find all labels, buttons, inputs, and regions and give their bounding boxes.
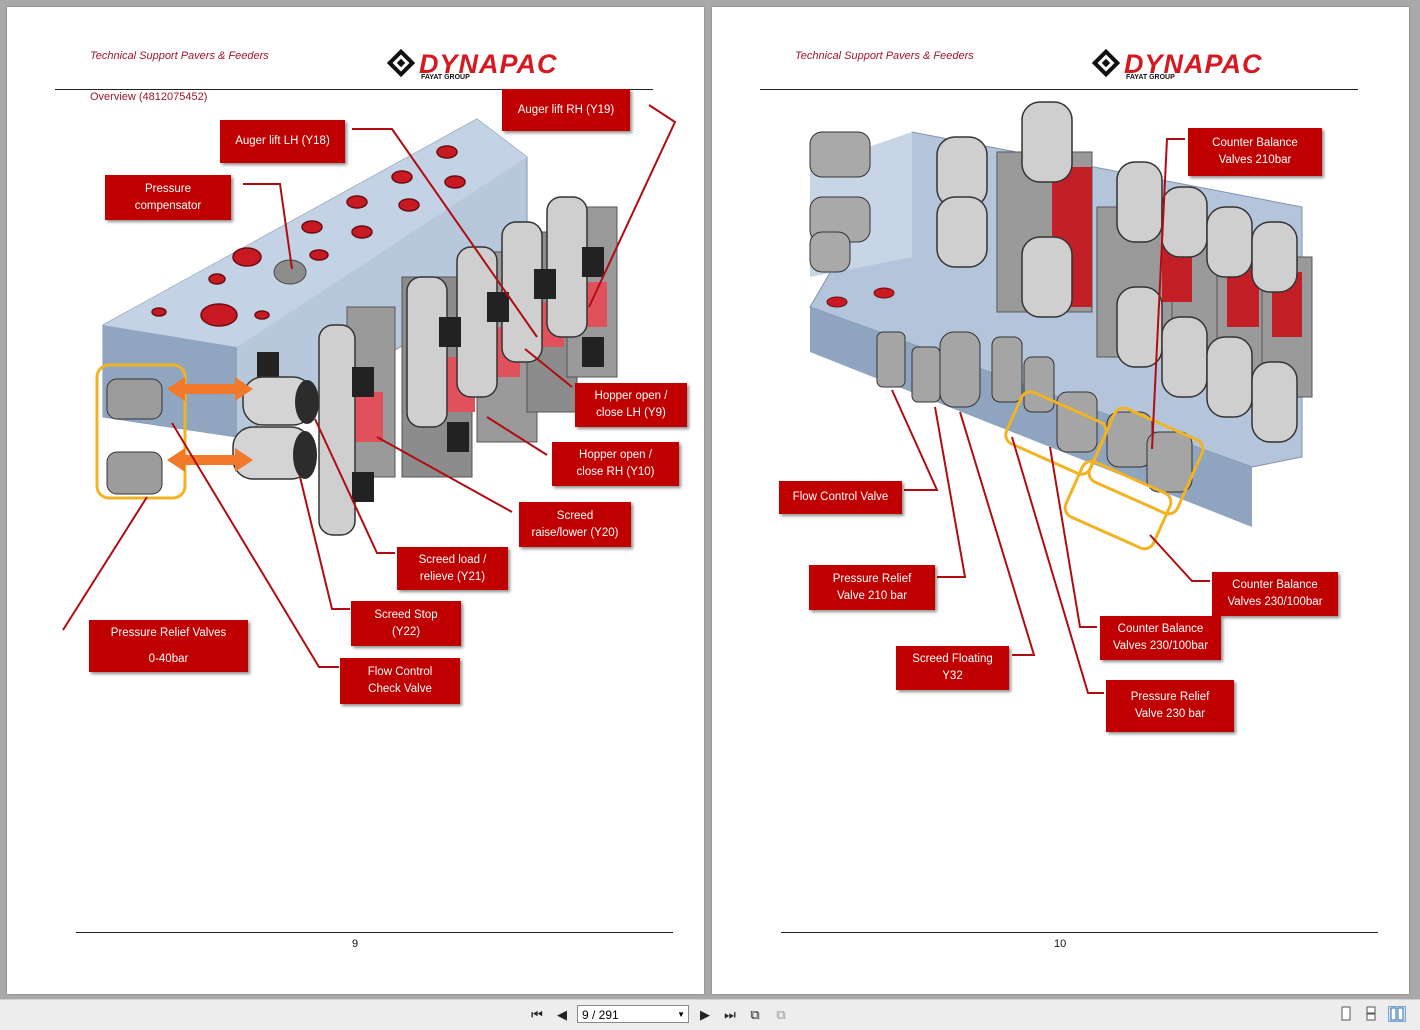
single-page-view-icon[interactable] <box>1337 1006 1355 1022</box>
header-text: Technical Support Pavers & Feeders <box>90 50 269 62</box>
pdf-page-9: Technical Support Pavers & Feeders DYNAP… <box>7 7 704 994</box>
page-number: 9 <box>352 938 359 950</box>
callout-pressure-relief-230: Pressure Relief Valve 230 bar <box>1106 680 1234 732</box>
callout-pressure-compensator: Pressure compensator <box>105 175 231 220</box>
header-divider <box>760 89 1358 90</box>
callout-screed-floating: Screed Floating Y32 <box>896 646 1009 690</box>
valve-block-illustration <box>62 104 677 668</box>
callout-auger-lift-rh: Auger lift RH (Y19) <box>502 89 630 131</box>
last-page-icon[interactable]: ⏭ <box>724 1007 736 1022</box>
callout-pressure-relief-0-40: Pressure Relief Valves 0-40bar <box>89 620 248 672</box>
viewer-toolbar: ⏮ ◀ 9 / 291 ▼ ▶ ⏭ ⧉ ⧉ <box>0 999 1420 1030</box>
header-divider <box>55 89 653 90</box>
prev-page-icon[interactable]: ◀ <box>557 1007 567 1022</box>
callout-flow-control-valve: Flow Control Valve <box>779 481 902 514</box>
page-number: 10 <box>1054 938 1067 950</box>
next-page-icon[interactable]: ▶ <box>700 1007 710 1022</box>
callout-screed-load-relieve: Screed load / relieve (Y21) <box>397 547 508 590</box>
valve-block-illustration <box>809 101 1313 694</box>
overview-title: Overview (4812075452) <box>90 91 208 103</box>
go-forward-icon[interactable]: ⧉ <box>776 1007 786 1022</box>
chevron-down-icon: ▼ <box>677 1010 685 1019</box>
page-number-select[interactable]: 9 / 291 ▼ <box>577 1005 689 1023</box>
continuous-view-icon[interactable] <box>1362 1006 1380 1022</box>
callout-counter-balance-230-left: Counter Balance Valves 230/100bar <box>1100 616 1221 660</box>
pdf-page-10: Technical Support Pavers & Feeders DYNAP… <box>712 7 1409 994</box>
callout-hopper-rh: Hopper open / close RH (Y10) <box>552 442 679 486</box>
footer-divider <box>781 932 1378 933</box>
callout-hopper-lh: Hopper open / close LH (Y9) <box>575 383 687 427</box>
callout-pressure-relief-210: Pressure Relief Valve 210 bar <box>809 565 935 610</box>
callout-flow-control-check: Flow Control Check Valve <box>340 658 460 704</box>
footer-divider <box>76 932 673 933</box>
two-page-view-icon[interactable] <box>1388 1006 1406 1022</box>
dynapac-logo: DYNAPAC FAYAT GROUP <box>1091 48 1332 85</box>
callout-counter-balance-210: Counter Balance Valves 210bar <box>1188 128 1322 176</box>
callout-screed-raise-lower: Screed raise/lower (Y20) <box>519 502 631 547</box>
dynapac-logo: DYNAPAC FAYAT GROUP <box>386 48 627 85</box>
go-back-icon[interactable]: ⧉ <box>750 1007 760 1022</box>
callout-screed-stop: Screed Stop (Y22) <box>351 601 461 646</box>
first-page-icon[interactable]: ⏮ <box>531 1007 543 1022</box>
header-text: Technical Support Pavers & Feeders <box>795 50 974 62</box>
callout-counter-balance-230-right: Counter Balance Valves 230/100bar <box>1212 572 1338 616</box>
callout-auger-lift-lh: Auger lift LH (Y18) <box>220 120 345 163</box>
